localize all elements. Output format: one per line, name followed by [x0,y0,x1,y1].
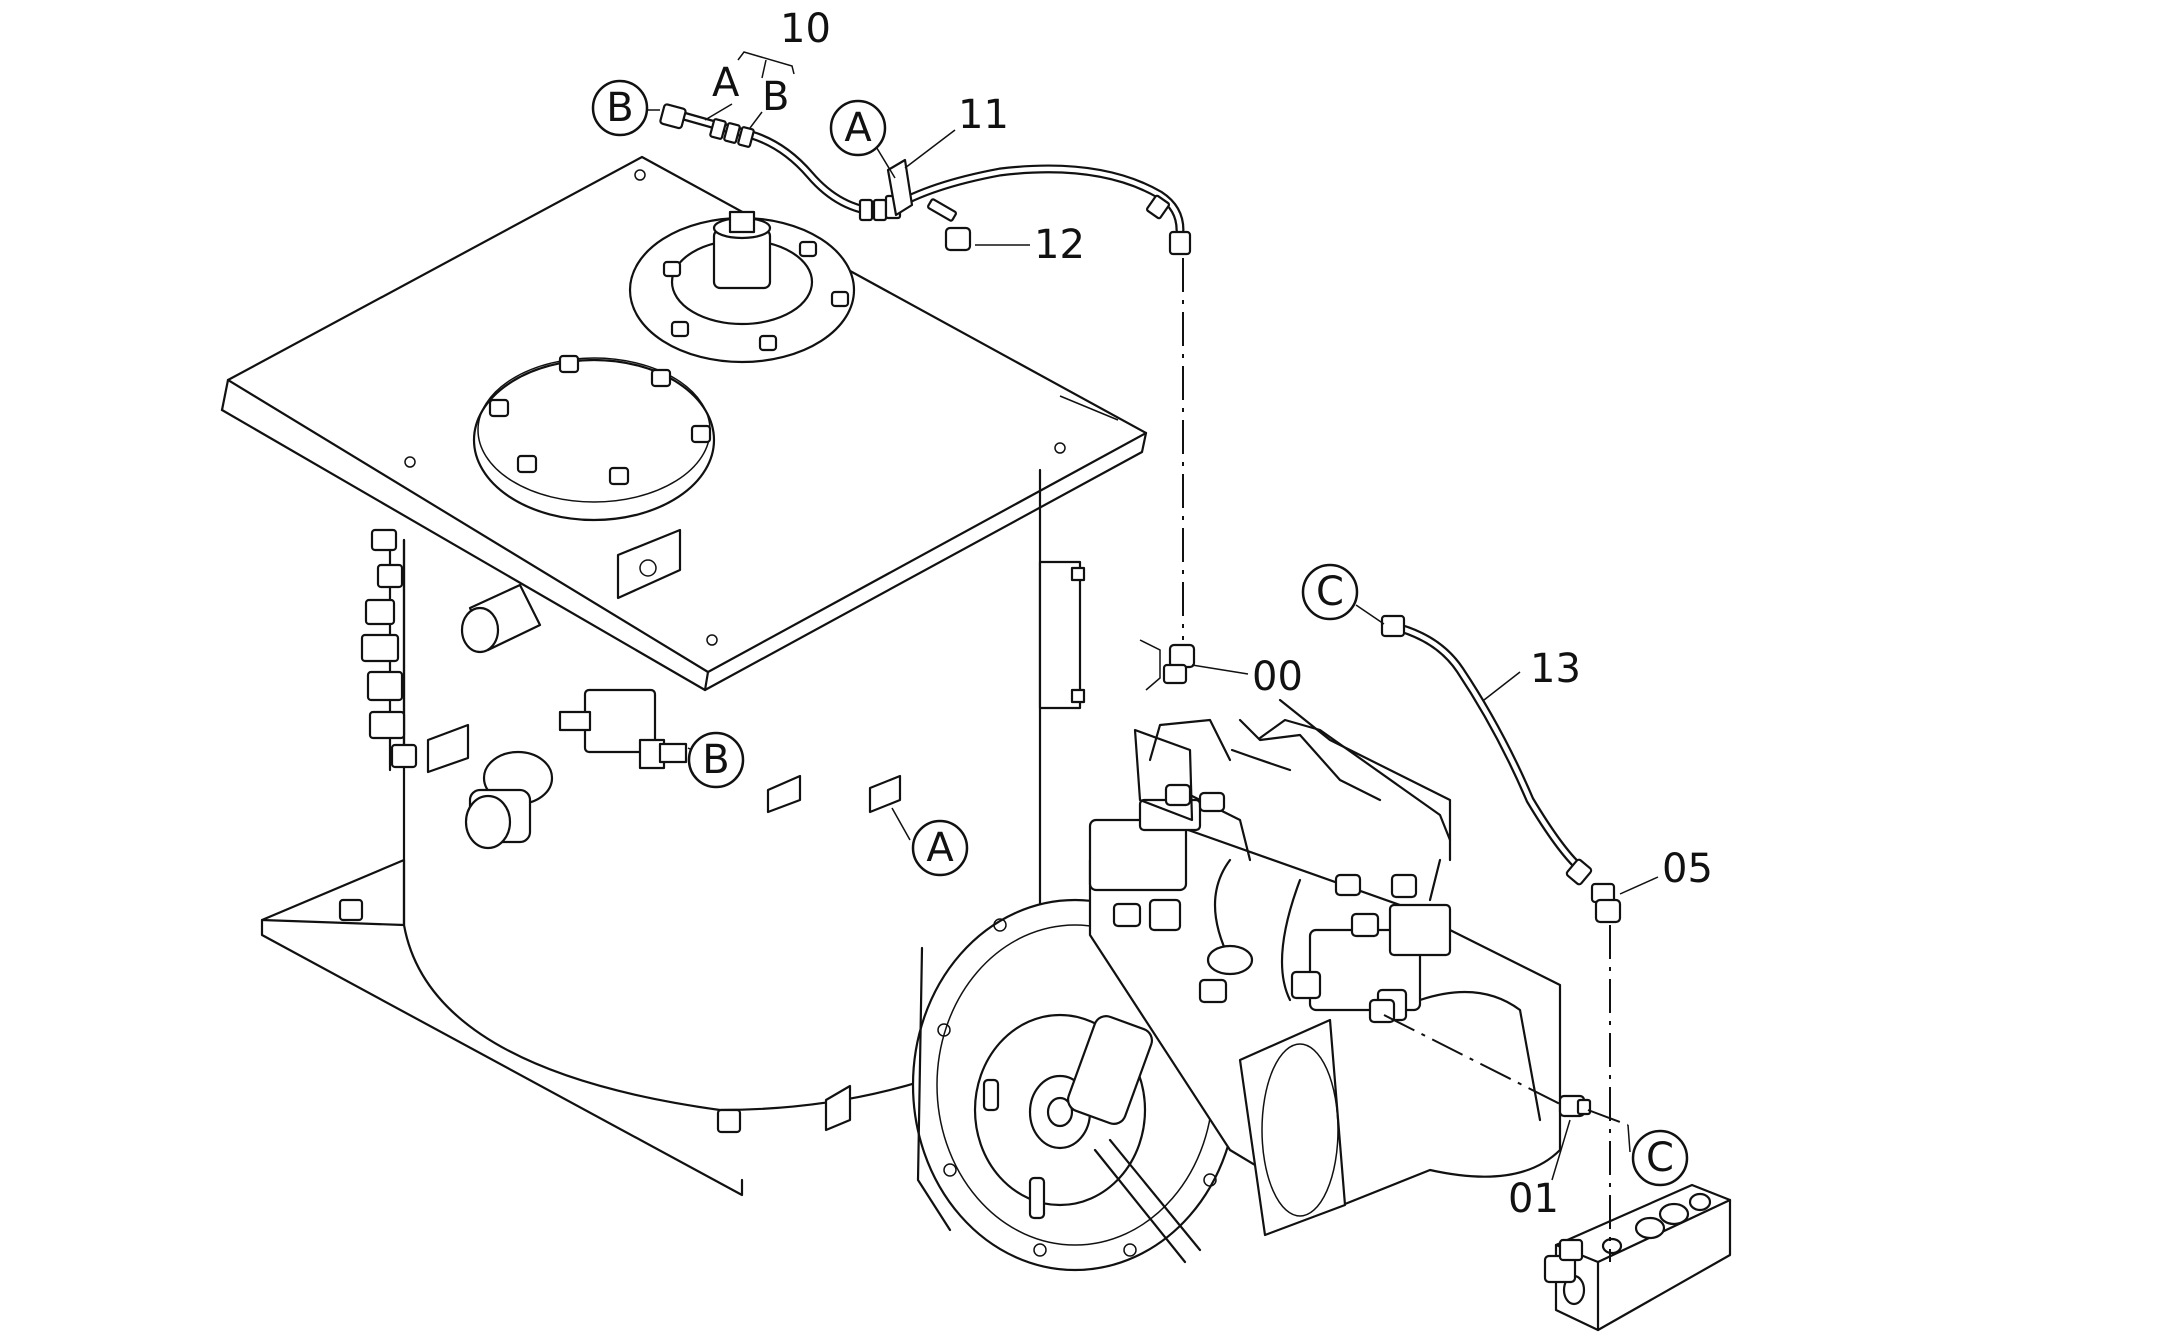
label-part-12: 12 [1034,222,1085,268]
hose-11 [884,158,1192,256]
pump-body [1088,818,1562,1212]
bolt-12 [927,198,957,222]
svg-text:A: A [844,105,872,151]
hose-13 [1380,614,1593,886]
connector-a-top: A [829,99,887,157]
hydraulic-tank [220,155,1148,1197]
fitting-05 [1590,882,1622,924]
connector-b-top: B [591,79,649,137]
label-part-10: 10 [780,6,831,52]
hose-clamp [886,158,914,217]
label-part-05: 05 [1662,846,1713,892]
svg-text:A: A [926,825,954,871]
svg-text:C: C [1316,569,1344,615]
tank-bottom-plate [260,858,406,927]
tank-fittings [360,528,418,772]
label-part-01: 01 [1508,1176,1559,1222]
label-part-13: 13 [1530,646,1581,692]
clip-b [766,774,802,814]
inspection-cover [472,358,716,522]
clip-a [868,774,902,814]
valve-block [1543,1183,1732,1332]
label-part-11: 11 [958,92,1009,138]
side-bracket [1038,560,1082,710]
svg-text:C: C [1646,1135,1674,1181]
svg-text:B: B [606,85,633,131]
connector-a-tank: A [911,819,969,877]
fitting-01 [1558,1094,1592,1118]
label-part-00: 00 [1252,654,1303,700]
label-sub-a: A [712,60,740,106]
connector-b-tank: B [687,731,745,789]
hose-10 [659,103,888,222]
regulator-front [1088,818,1188,892]
fitting-00 [1139,639,1196,691]
hydraulic-pump-assembly [911,698,1562,1272]
lifting-bracket [616,528,682,600]
cover-bolts [488,240,850,486]
center-lines [1182,258,1629,1262]
connector-c-bottom: C [1631,1129,1689,1187]
connector-c-top: C [1301,563,1359,621]
label-sub-b: B [762,74,789,120]
svg-text:B: B [702,737,729,783]
